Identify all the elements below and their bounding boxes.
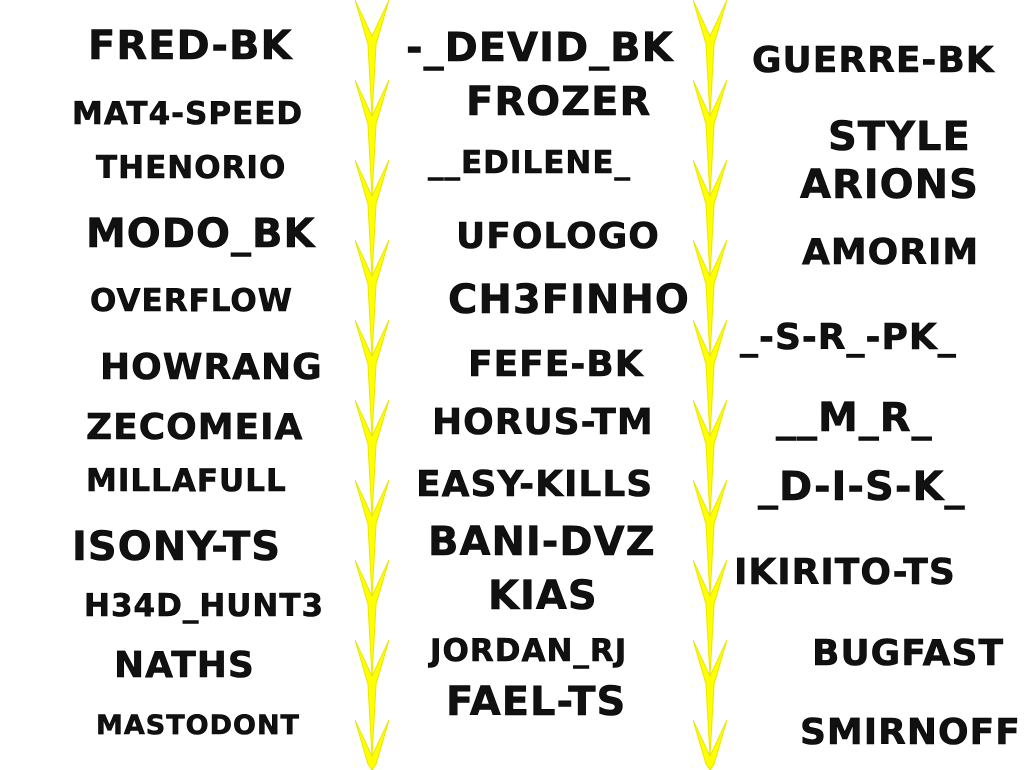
player-name: ISONY-TS xyxy=(72,524,282,570)
player-name: NATHS xyxy=(114,645,255,686)
player-name: THENORIO xyxy=(96,150,287,186)
player-name: HORUS-TM xyxy=(432,402,654,443)
player-name: -_DEVID_BK xyxy=(406,25,674,71)
player-name: MASTODONT xyxy=(96,710,300,741)
player-name: JORDAN_RJ xyxy=(430,633,628,669)
player-name: SMIRNOFF xyxy=(800,712,1021,753)
player-name: HOWRANG xyxy=(100,347,323,388)
player-name: EASY-KILLS xyxy=(416,464,654,505)
divider-right-chevron-icon xyxy=(693,0,727,770)
player-name: KIAS xyxy=(488,573,598,619)
player-name: OVERFLOW xyxy=(90,283,293,319)
player-name: BANI-DVZ xyxy=(428,519,656,565)
player-name: IKIRITO-TS xyxy=(734,552,956,593)
player-name: AMORIM xyxy=(802,232,980,273)
player-name: CH3FINHO xyxy=(448,277,690,323)
player-name: _D-I-S-K_ xyxy=(758,464,966,510)
player-name: MODO_BK xyxy=(86,211,316,257)
player-name: BUGFAST xyxy=(812,633,1005,674)
divider-left-chevron-icon xyxy=(355,0,389,770)
player-name: FEFE-BK xyxy=(468,344,644,385)
player-name: H34D_HUNT3 xyxy=(84,588,325,624)
player-name: ZECOMEIA xyxy=(86,407,304,448)
player-name: STYLE xyxy=(828,114,971,160)
player-name: FAEL-TS xyxy=(446,679,627,725)
player-name: ARIONS xyxy=(800,162,979,208)
player-name: __M_R_ xyxy=(776,395,933,441)
player-name: FRED-BK xyxy=(88,23,293,69)
player-name: UFOLOGO xyxy=(456,216,660,257)
player-name: MILLAFULL xyxy=(86,463,287,499)
player-name: FROZER xyxy=(466,79,652,125)
player-name: MAT4-SPEED xyxy=(72,96,304,132)
player-name: GUERRE-BK xyxy=(752,40,995,81)
player-name: __EDILENE_ xyxy=(428,145,631,181)
player-name: _-S-R_-PK_ xyxy=(740,317,957,358)
